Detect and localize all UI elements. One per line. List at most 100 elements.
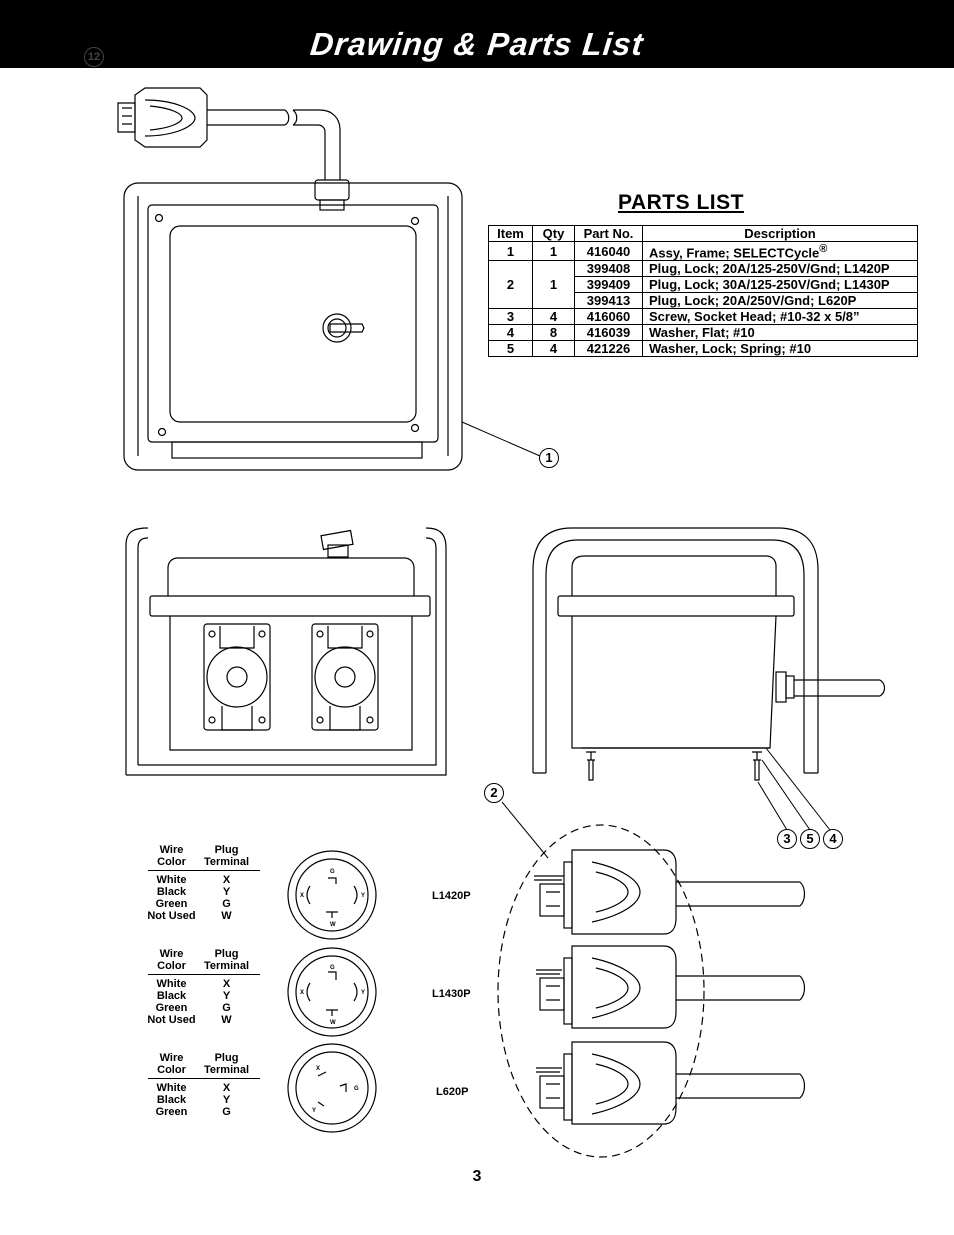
- divider: [148, 1078, 260, 1079]
- parts-list-title: PARTS LIST: [618, 191, 744, 214]
- plug-terminal: G: [222, 1106, 231, 1118]
- qty-cell: 4: [532, 308, 575, 326]
- plug-terminal: G: [222, 1002, 231, 1014]
- list-item: Not Used W: [144, 1014, 254, 1026]
- callout-4: 4: [823, 829, 843, 849]
- table-row: 399413 Plug, Lock; 20A/250V/Gnd; L620P: [489, 292, 918, 310]
- list-item: Black Y: [144, 990, 254, 1002]
- list-item: Black Y: [144, 886, 254, 898]
- table-row: 1 1 416040 Assy, Frame; SELECTCycle®: [488, 240, 918, 262]
- table-row: 3 4 416060 Screw, Socket Head; #10-32 x …: [488, 308, 918, 326]
- qty-cell: 8: [532, 324, 575, 342]
- plug-header: Plug: [214, 844, 239, 856]
- divider: [148, 870, 260, 871]
- wire-color: White: [156, 978, 187, 990]
- wire-header: Wire: [159, 844, 184, 856]
- desc-cell: Plug, Lock; 30A/125-250V/Gnd; L1430P: [642, 276, 918, 294]
- plug-terminal: Y: [222, 990, 231, 1002]
- wire-color: Green: [155, 1106, 188, 1118]
- plug-terminal: X: [222, 1082, 231, 1094]
- callout-1: 1: [539, 448, 559, 468]
- table-row: 4 8 416039 Washer, Flat; #10: [488, 324, 918, 342]
- wire-color: White: [156, 1082, 187, 1094]
- callout-5: 5: [800, 829, 820, 849]
- desc-cell: Plug, Lock; 20A/250V/Gnd; L620P: [642, 292, 918, 310]
- wire-color: Green: [155, 898, 188, 910]
- wire-color: Black: [156, 990, 187, 1002]
- col-item: Item: [488, 225, 533, 242]
- col-part-no: Part No.: [574, 225, 643, 242]
- desc-cell: Plug, Lock; 20A/125-250V/Gnd; L1420P: [642, 260, 918, 278]
- item-cell: 2: [488, 260, 533, 310]
- item-cell: 3: [488, 308, 533, 326]
- face3-y-label: Y: [312, 1108, 316, 1114]
- qty-cell: 1: [532, 260, 575, 310]
- wire-color: Not Used: [147, 910, 196, 922]
- part-cell: 399413: [574, 292, 643, 310]
- wiring-table-l1420p: Wire Plug Color Terminal White X Black Y Gre…: [144, 844, 260, 922]
- parts-table-header: Item Qty Part No. Description: [488, 225, 918, 242]
- plug-terminal: Y: [222, 1094, 231, 1106]
- table-row: 399409 Plug, Lock; 30A/125-250V/Gnd; L14…: [489, 276, 918, 294]
- front-view-drawing: [125, 527, 447, 776]
- plug-terminal: W: [221, 910, 232, 922]
- wire-color: Not Used: [147, 1014, 196, 1026]
- desc-text: Assy, Frame; SELECTCycle: [649, 245, 820, 261]
- callout-2: 2: [484, 783, 504, 803]
- wire-header: Wire: [159, 1052, 184, 1064]
- desc-cell: Washer, Flat; #10: [642, 324, 918, 342]
- plug-terminal: Y: [222, 886, 231, 898]
- list-item: White X: [144, 1082, 254, 1094]
- plug-terminal: G: [222, 898, 231, 910]
- part-cell: 421226: [574, 340, 643, 358]
- desc-cell: Washer, Lock; Spring; #10: [642, 340, 918, 358]
- plug-header: Terminal: [203, 1064, 250, 1076]
- plug-terminal: W: [221, 1014, 232, 1026]
- wire-header: Color: [157, 856, 186, 868]
- table-row: 2 1 399408 Plug, Lock; 20A/125-250V/Gnd;…: [488, 260, 918, 310]
- page-number: 3: [472, 1168, 482, 1185]
- wire-color: Black: [156, 886, 187, 898]
- list-item: Green G: [144, 898, 254, 910]
- receptacle-faces: [287, 850, 377, 1133]
- item-cell: 5: [488, 340, 533, 358]
- col-qty: Qty: [532, 225, 575, 242]
- qty-cell: 1: [532, 240, 575, 262]
- face1-w-label: W: [330, 922, 336, 928]
- item-cell: 1: [488, 240, 533, 262]
- face2-x-label: X: [300, 990, 304, 996]
- face2-w-label: W: [330, 1020, 336, 1026]
- plug-terminal: X: [222, 874, 231, 886]
- face3-x-label: X: [316, 1066, 320, 1072]
- divider: [148, 974, 260, 975]
- part-cell: 416039: [574, 324, 643, 342]
- plug-header: Plug: [214, 948, 239, 960]
- callout-3: 3: [777, 829, 797, 849]
- part-cell: 399408: [574, 260, 643, 278]
- list-item: White X: [144, 874, 254, 886]
- plug-header: Terminal: [203, 856, 250, 868]
- part-cell: 399409: [574, 276, 643, 294]
- wire-header: Wire: [159, 948, 184, 960]
- qty-cell: 4: [532, 340, 575, 358]
- part-cell: 416060: [574, 308, 643, 326]
- plug-detail-drawing: [497, 801, 806, 1158]
- registered-mark: ®: [819, 243, 828, 255]
- face2-g-label: G: [330, 965, 335, 971]
- top-view-drawing: [117, 87, 541, 471]
- wire-color: Green: [155, 1002, 188, 1014]
- side-view-drawing: [532, 527, 886, 831]
- plug-label-l1430p: L1430P: [432, 988, 471, 1000]
- wire-color: White: [156, 874, 187, 886]
- list-item: Green G: [144, 1106, 254, 1118]
- desc-cell: Screw, Socket Head; #10-32 x 5/8”: [642, 308, 918, 326]
- list-item: Not Used W: [144, 910, 254, 922]
- face3-g-label: G: [354, 1086, 359, 1092]
- part-cell: 416040: [574, 240, 643, 262]
- face1-y-label: Y: [361, 893, 365, 899]
